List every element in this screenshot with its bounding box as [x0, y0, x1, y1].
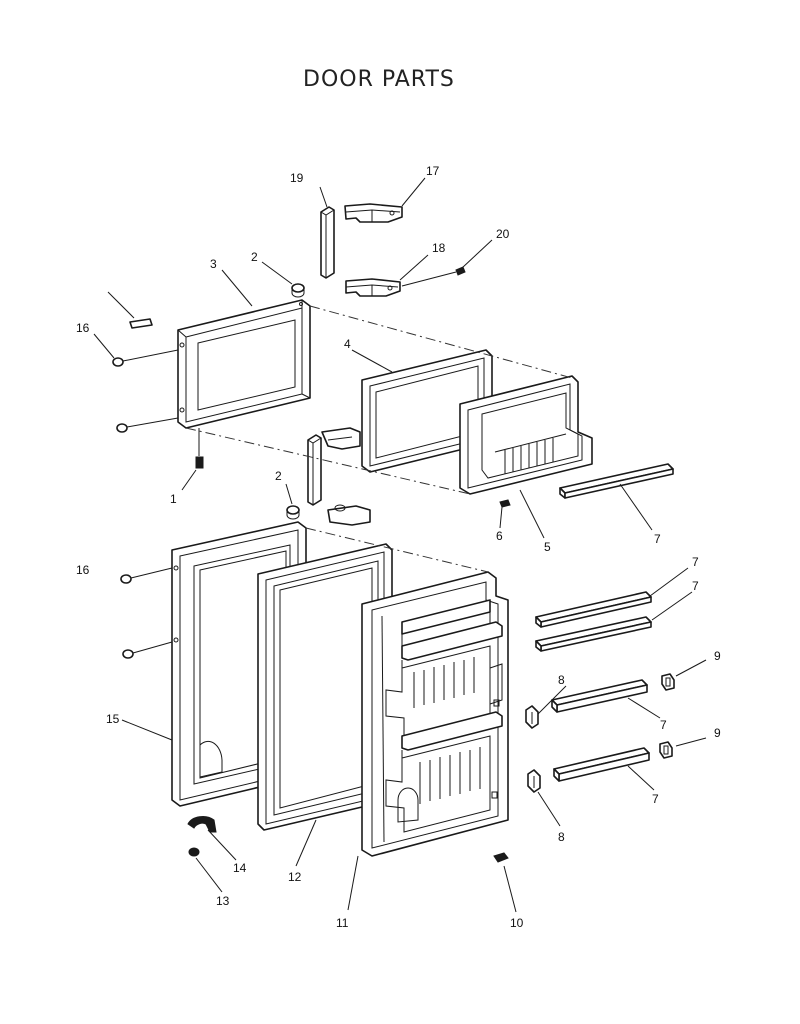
leader-lines: [93, 177, 707, 913]
callout-2-upper: 2: [251, 250, 258, 264]
callout-12: 12: [288, 870, 302, 884]
callout-15: 15: [106, 712, 120, 726]
bottom-hinge: [327, 504, 371, 526]
callout-6: 6: [496, 529, 503, 543]
callout-7-c: 7: [692, 579, 699, 593]
door-stud: [195, 428, 204, 469]
upper-door-outer-frame: [177, 299, 311, 429]
upper-door-liner: [459, 375, 593, 495]
callout-2-lower: 2: [275, 469, 282, 483]
callout-4: 4: [344, 337, 351, 351]
callout-1: 1: [170, 492, 177, 506]
door-stop-screw: [188, 847, 200, 857]
callout-7-d: 7: [660, 718, 667, 732]
shelf-bar-d: [553, 747, 650, 782]
callout-8-a: 8: [558, 673, 565, 687]
assembly-line: [185, 427, 471, 495]
callout-13: 13: [216, 894, 230, 908]
callout-14: 14: [233, 861, 247, 875]
callout-9-b: 9: [714, 726, 721, 740]
callout-5: 5: [544, 540, 551, 554]
hinge-plug-lower: [286, 505, 300, 520]
callout-11: 11: [336, 916, 349, 930]
assembly-line: [309, 305, 573, 379]
door-screw-lower-a: [120, 567, 173, 584]
callout-7-b: 7: [692, 555, 699, 569]
callout-20: 20: [496, 227, 510, 241]
hinge-pin-lower: [307, 434, 322, 506]
callout-18: 18: [432, 241, 446, 255]
shelf-bar-b: [535, 616, 652, 652]
callout-10: 10: [510, 916, 524, 930]
shelf-end-cap-b: [527, 769, 541, 793]
door-screw-upper-b: [116, 417, 179, 433]
shelf-retainer-b: [659, 741, 673, 759]
shelf-bar-upper: [559, 463, 674, 499]
shelf-bar-a: [535, 591, 652, 628]
callout-3: 3: [210, 257, 217, 271]
callout-8-b: 8: [558, 830, 565, 844]
hinge-screw: [455, 266, 466, 276]
callout-16-lower: 16: [76, 563, 90, 577]
shelf-retainer-a: [661, 673, 675, 691]
callout-16-upper: 16: [76, 321, 90, 335]
liner-screw: [499, 499, 511, 508]
door-stop: [187, 816, 217, 833]
door-screw-upper-a: [112, 349, 179, 367]
callout-7-a: 7: [654, 532, 661, 546]
center-hinge-side: [321, 427, 361, 450]
callout-7-e: 7: [652, 792, 659, 806]
callout-19: 19: [290, 171, 304, 185]
hinge-bracket-center: [345, 278, 401, 297]
lower-door-liner: [361, 571, 509, 857]
hinge-plug-upper: [291, 283, 305, 298]
page-title: DOOR PARTS: [303, 67, 455, 92]
nameplate: [129, 318, 153, 329]
callout-17: 17: [426, 164, 440, 178]
shelf-bar-c: [551, 679, 648, 713]
callout-labels: 1 2 2 3 4 5 6 7 7 7 7 7 8 8 9 9 10 11 12…: [76, 164, 721, 930]
shelf-end-cap-a: [525, 705, 539, 729]
callout-9-a: 9: [714, 649, 721, 663]
hinge-pin-upper: [320, 206, 335, 279]
door-screw-lower-b: [122, 641, 173, 659]
bottom-screw: [493, 852, 509, 863]
hinge-bracket-top: [344, 203, 403, 223]
